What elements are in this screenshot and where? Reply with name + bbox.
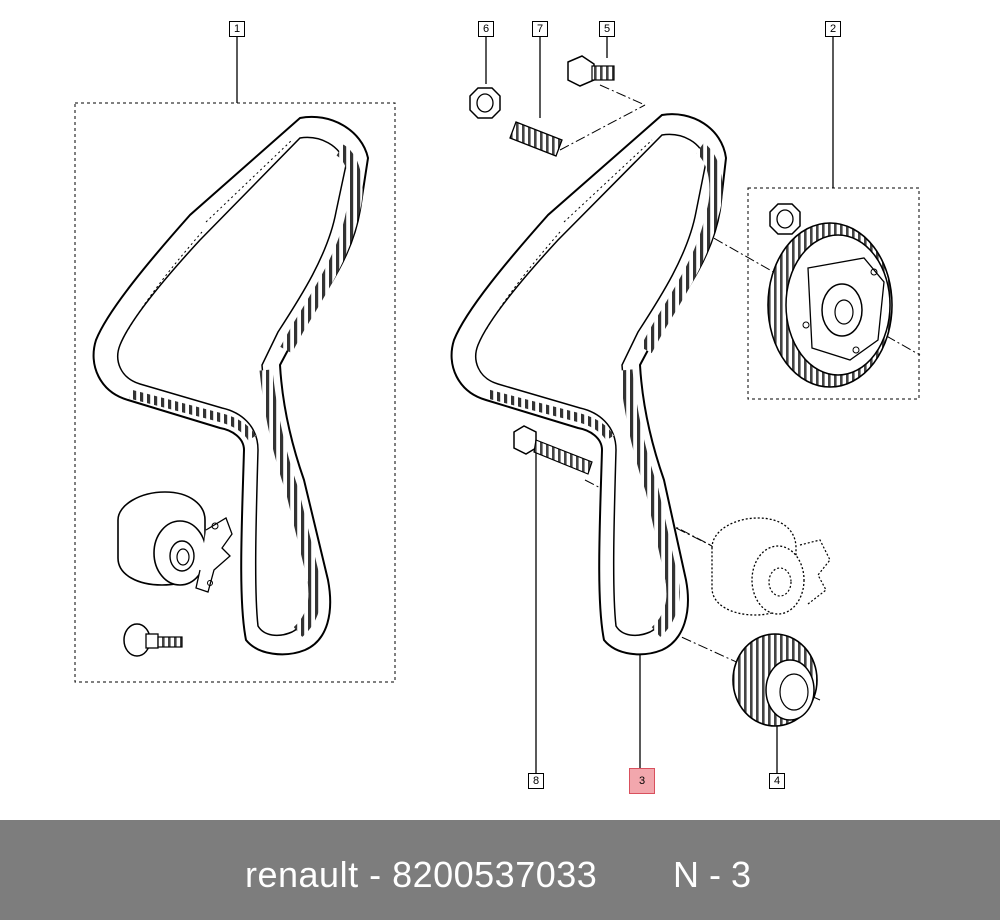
nut-part-6 <box>469 87 501 119</box>
timing-belt-right <box>450 113 728 656</box>
kit-group-1 <box>74 36 396 683</box>
leader-lines <box>485 36 834 773</box>
timing-belt-left <box>92 115 370 656</box>
callout-1[interactable]: 1 <box>229 21 245 37</box>
callout-4[interactable]: 4 <box>769 773 785 789</box>
part-number-text: renault - 8200537033 <box>245 854 598 895</box>
bolt-part-8 <box>513 425 593 475</box>
callout-5[interactable]: 5 <box>599 21 615 37</box>
part-number-footer: renault - 8200537033 N - 3 <box>0 820 1000 920</box>
callout-2[interactable]: 2 <box>825 21 841 37</box>
tensioner-pulley-left <box>117 491 233 593</box>
callout-reference-text: N - 3 <box>673 854 752 895</box>
camshaft-sprocket-group-2 <box>747 187 920 400</box>
callout-7[interactable]: 7 <box>532 21 548 37</box>
bolt-part-5 <box>567 55 615 87</box>
callout-3-highlighted[interactable]: 3 <box>629 768 655 794</box>
stud-part-7 <box>509 121 563 157</box>
tensioner-bolt-left <box>123 623 183 657</box>
tensioner-pulley-right <box>711 517 831 616</box>
crankshaft-sprocket-part-4 <box>732 633 818 727</box>
timing-belt-exploded-diagram <box>74 36 921 773</box>
callout-8[interactable]: 8 <box>528 773 544 789</box>
callout-6[interactable]: 6 <box>478 21 494 37</box>
